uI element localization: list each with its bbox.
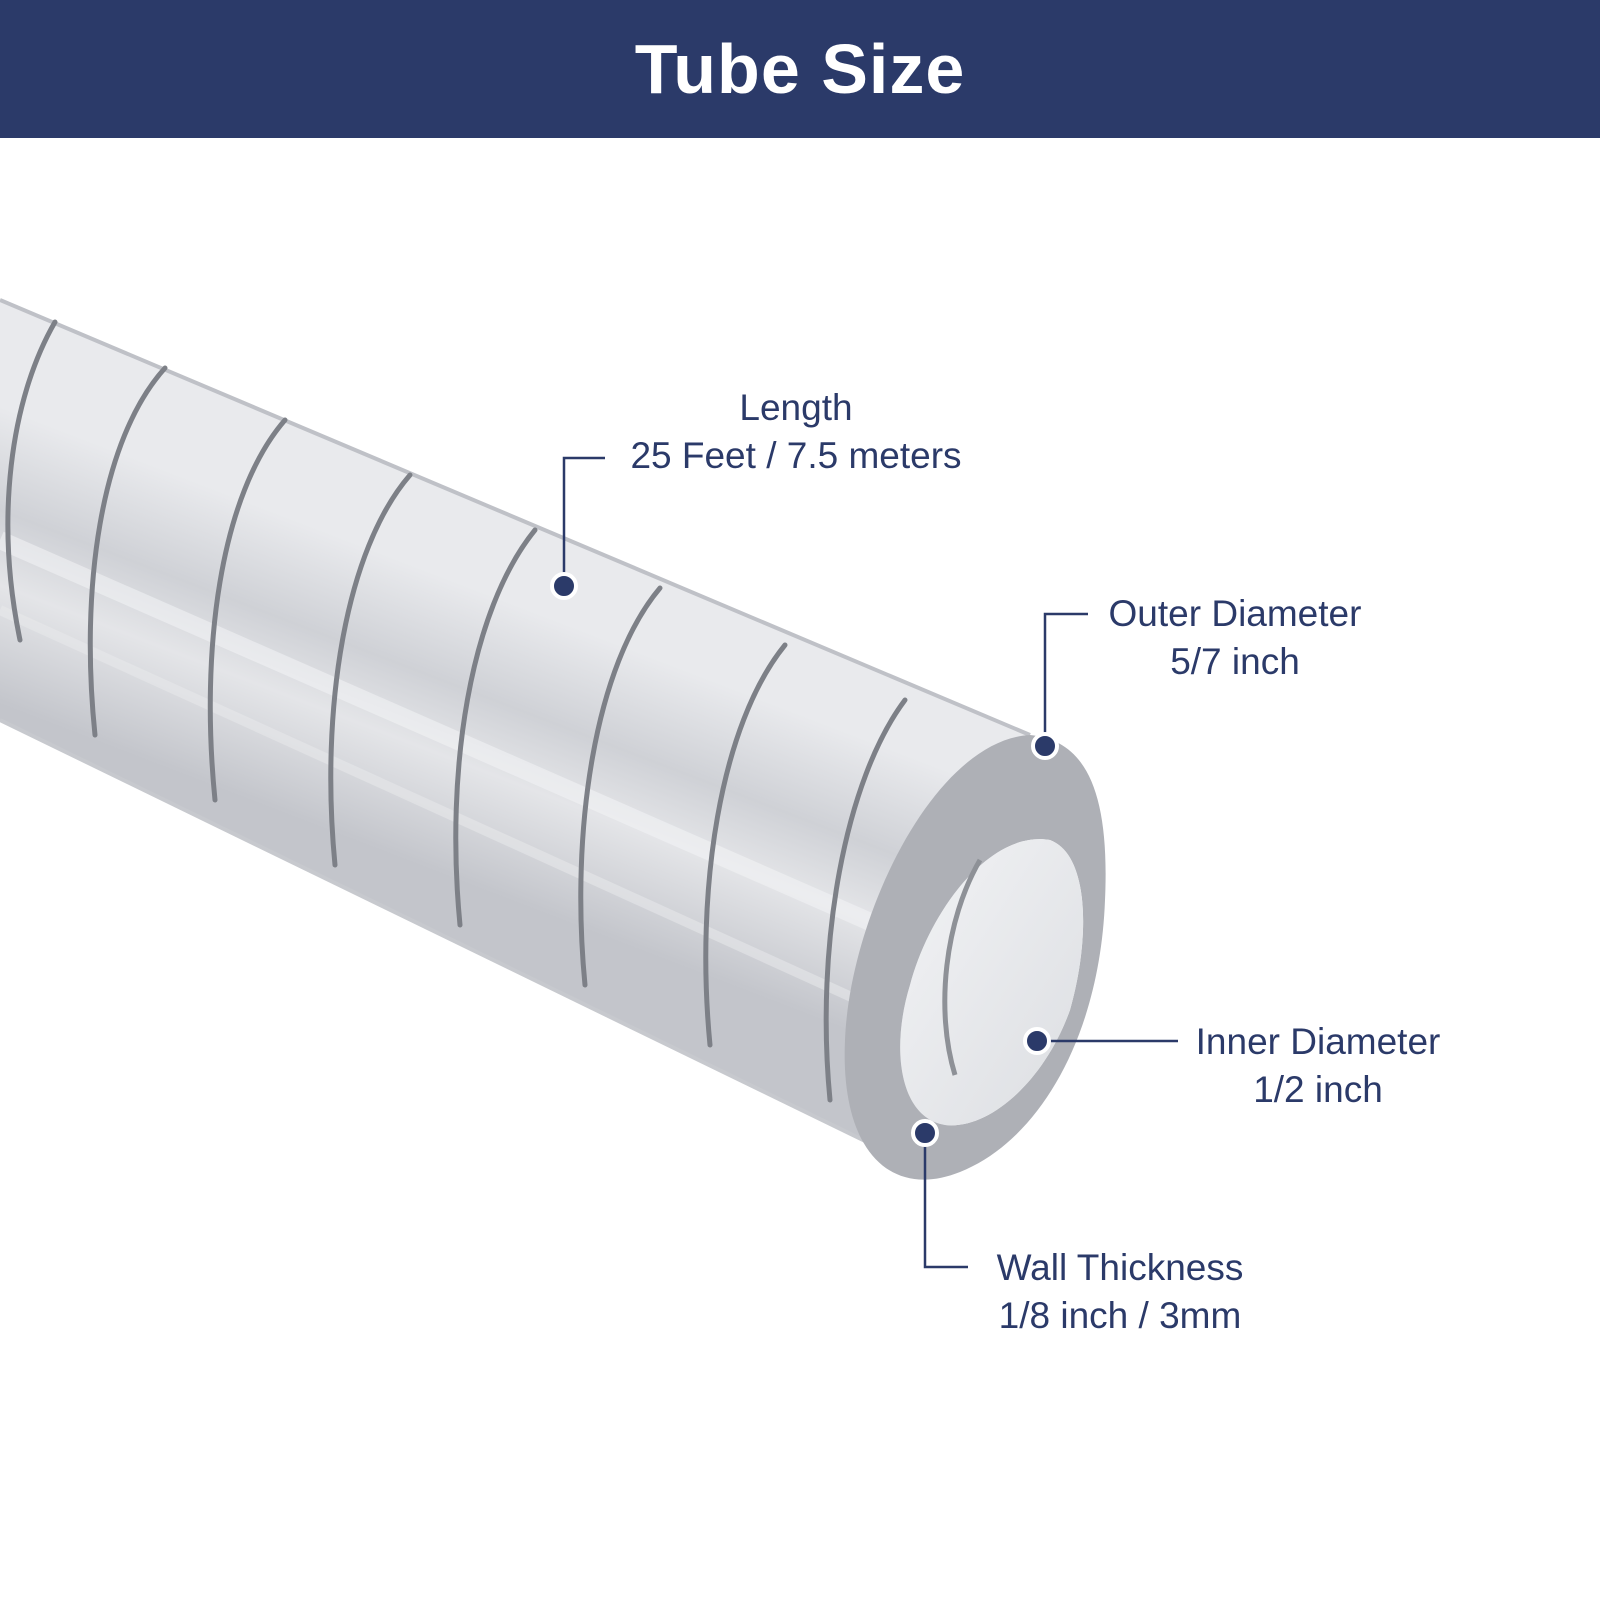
length-callout [550, 456, 605, 600]
wall-thickness-name: Wall Thickness [996, 1247, 1244, 1288]
outer-diameter-label: Outer Diameter 5/7 inch [1085, 590, 1385, 686]
page-title: Tube Size [634, 30, 966, 108]
tube-end-ring [844, 735, 1106, 1180]
length-value: 25 Feet / 7.5 meters [630, 435, 962, 476]
inner-diameter-value: 1/2 inch [1253, 1069, 1383, 1110]
spiral-wire [5, 319, 908, 1103]
bore-wire [942, 858, 983, 1076]
wall-thickness-value: 1/8 inch / 3mm [998, 1295, 1242, 1336]
header-banner: Tube Size [0, 0, 1600, 138]
tube-highlights [0, 531, 904, 1015]
wall-thickness-marker [911, 1119, 939, 1147]
length-marker [550, 572, 578, 600]
outer-diameter-callout [1031, 612, 1088, 760]
length-label: Length 25 Feet / 7.5 meters [596, 384, 996, 480]
wall-thickness-callout [911, 1119, 968, 1269]
wall-thickness-label: Wall Thickness 1/8 inch / 3mm [960, 1244, 1280, 1340]
inner-diameter-callout [1023, 1027, 1178, 1055]
tube-bottom-edge [0, 718, 936, 1177]
inner-diameter-marker [1023, 1027, 1051, 1055]
tube-top-edge [0, 298, 1031, 737]
length-name: Length [739, 387, 853, 428]
inner-diameter-label: Inner Diameter 1/2 inch [1168, 1018, 1468, 1114]
outer-diameter-value: 5/7 inch [1170, 641, 1300, 682]
outer-diameter-name: Outer Diameter [1108, 593, 1362, 634]
inner-diameter-name: Inner Diameter [1195, 1021, 1441, 1062]
outer-diameter-marker [1031, 732, 1059, 760]
